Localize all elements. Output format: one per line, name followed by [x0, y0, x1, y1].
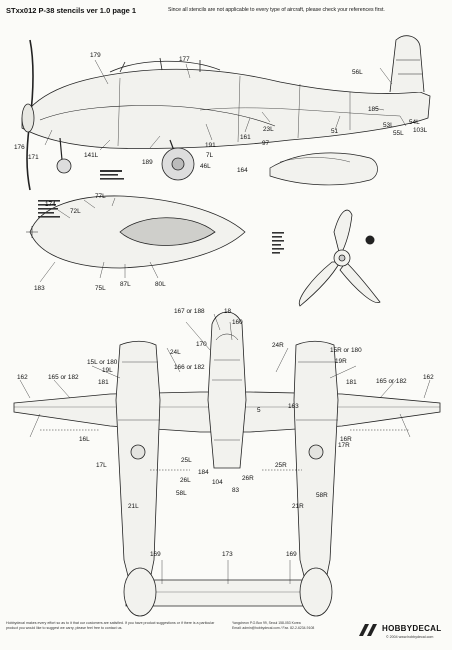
callout-77L: 77L [95, 193, 106, 200]
plan-view-drawing [13, 311, 441, 617]
callout-56L: 56L [352, 69, 363, 76]
sheet-title: STxx012 P-38 stencils ver 1.0 page 1 [6, 6, 137, 15]
callout-16L: 16L [79, 436, 90, 443]
callout-169-right: 169 [286, 551, 297, 558]
side-view-drawing [21, 35, 431, 191]
nose-detail-drawing [269, 152, 378, 186]
callout-5: 5 [257, 407, 261, 414]
callout-171: 171 [28, 154, 39, 161]
callout-164: 164 [237, 167, 248, 174]
callout-170: 170 [196, 341, 207, 348]
callout-163: 163 [288, 403, 299, 410]
footer-email-fax: Email: admin@hobbydecal.com / Fax. 82-2-… [232, 626, 315, 631]
callout-169-left: 169 [150, 551, 161, 558]
footer-contact: Yangcheon P.O.Box 99, Seoul 158-053 Kore… [232, 621, 382, 631]
callout-25R: 25R [275, 462, 287, 469]
callout-26L: 26L [180, 477, 191, 484]
callout-166-or-182: 166 or 182 [174, 364, 205, 371]
callout-72L: 72L [70, 208, 81, 215]
callout-174: 174 [45, 201, 56, 208]
callout-184: 184 [198, 469, 209, 476]
callout-181-left: 181 [98, 379, 109, 386]
callout-54L: 54L [409, 119, 420, 126]
callout-189: 189 [142, 159, 153, 166]
callout-165-or-182-right: 165 or 182 [376, 378, 407, 385]
callout-104: 104 [212, 479, 223, 486]
stencil-block-2 [38, 200, 60, 218]
callout-80L: 80L [155, 281, 166, 288]
callout-55L: 55L [393, 130, 404, 137]
footer-address: Yangcheon P.O.Box 99, Seoul 158-053 Kore… [232, 621, 301, 625]
callout-46L: 46L [200, 163, 211, 170]
callout-24R: 24R [272, 342, 284, 349]
callout-87L: 87L [120, 281, 131, 288]
callout-191: 191 [205, 142, 216, 149]
callout-58L: 58L [176, 490, 187, 497]
callout-161: 161 [240, 134, 251, 141]
reference-note: Since all stencils are not applicable to… [168, 7, 385, 13]
stencil-block-3 [272, 232, 284, 254]
callout-17R: 17R [338, 442, 350, 449]
callout-17L: 17L [96, 462, 107, 469]
callout-162-left: 162 [17, 374, 28, 381]
callout-24L: 24L [170, 349, 181, 356]
callout-7L: 7L [206, 152, 214, 159]
callout-181-right: 181 [346, 379, 357, 386]
nose-top-view-drawing [26, 195, 246, 283]
callout-75L: 75L [95, 285, 106, 292]
callout-51: 51 [331, 128, 339, 135]
stencil-block-1 [100, 170, 124, 180]
callout-103L: 103L [413, 127, 428, 134]
callout-83: 83 [232, 487, 240, 494]
copyright: © 2004 www.hobbydecal.com [386, 635, 434, 639]
callout-15L-or-180: 15L or 180 [87, 359, 118, 366]
callout-53L: 53L [383, 122, 394, 129]
callout-19L: 19L [102, 367, 113, 374]
callout-173: 173 [222, 551, 233, 558]
callout-15R-or-180: 15R or 180 [330, 347, 362, 354]
callout-176: 176 [14, 144, 25, 151]
callout-19R: 19R [335, 358, 347, 365]
callout-185: 185 [368, 106, 379, 113]
callout-141L: 141L [84, 152, 99, 159]
callout-21L: 21L [128, 503, 139, 510]
propeller-front-view-drawing [298, 209, 381, 307]
callout-18: 18 [224, 308, 232, 315]
callout-97: 97 [262, 140, 270, 147]
callout-177: 177 [179, 56, 190, 63]
callout-16R: 16R [340, 436, 352, 443]
callout-165-or-182-left: 165 or 182 [48, 374, 79, 381]
callout-26R: 26R [242, 475, 254, 482]
callout-21R: 21R [292, 503, 304, 510]
footer-disclaimer: Hobbydecal makes every effort so as to i… [6, 621, 215, 631]
callout-183: 183 [34, 285, 45, 292]
callout-23L: 23L [263, 126, 274, 133]
callout-167-or-188: 167 or 188 [174, 308, 205, 315]
callout-25L: 25L [181, 457, 192, 464]
callout-58R: 58R [316, 492, 328, 499]
hobbydecal-logo-icon [359, 624, 377, 636]
callout-179: 179 [90, 52, 101, 59]
spinner-emblem [365, 235, 375, 245]
brand-name: HOBBYDECAL [382, 624, 442, 633]
callout-162-right: 162 [423, 374, 434, 381]
callout-160: 160 [232, 319, 243, 326]
